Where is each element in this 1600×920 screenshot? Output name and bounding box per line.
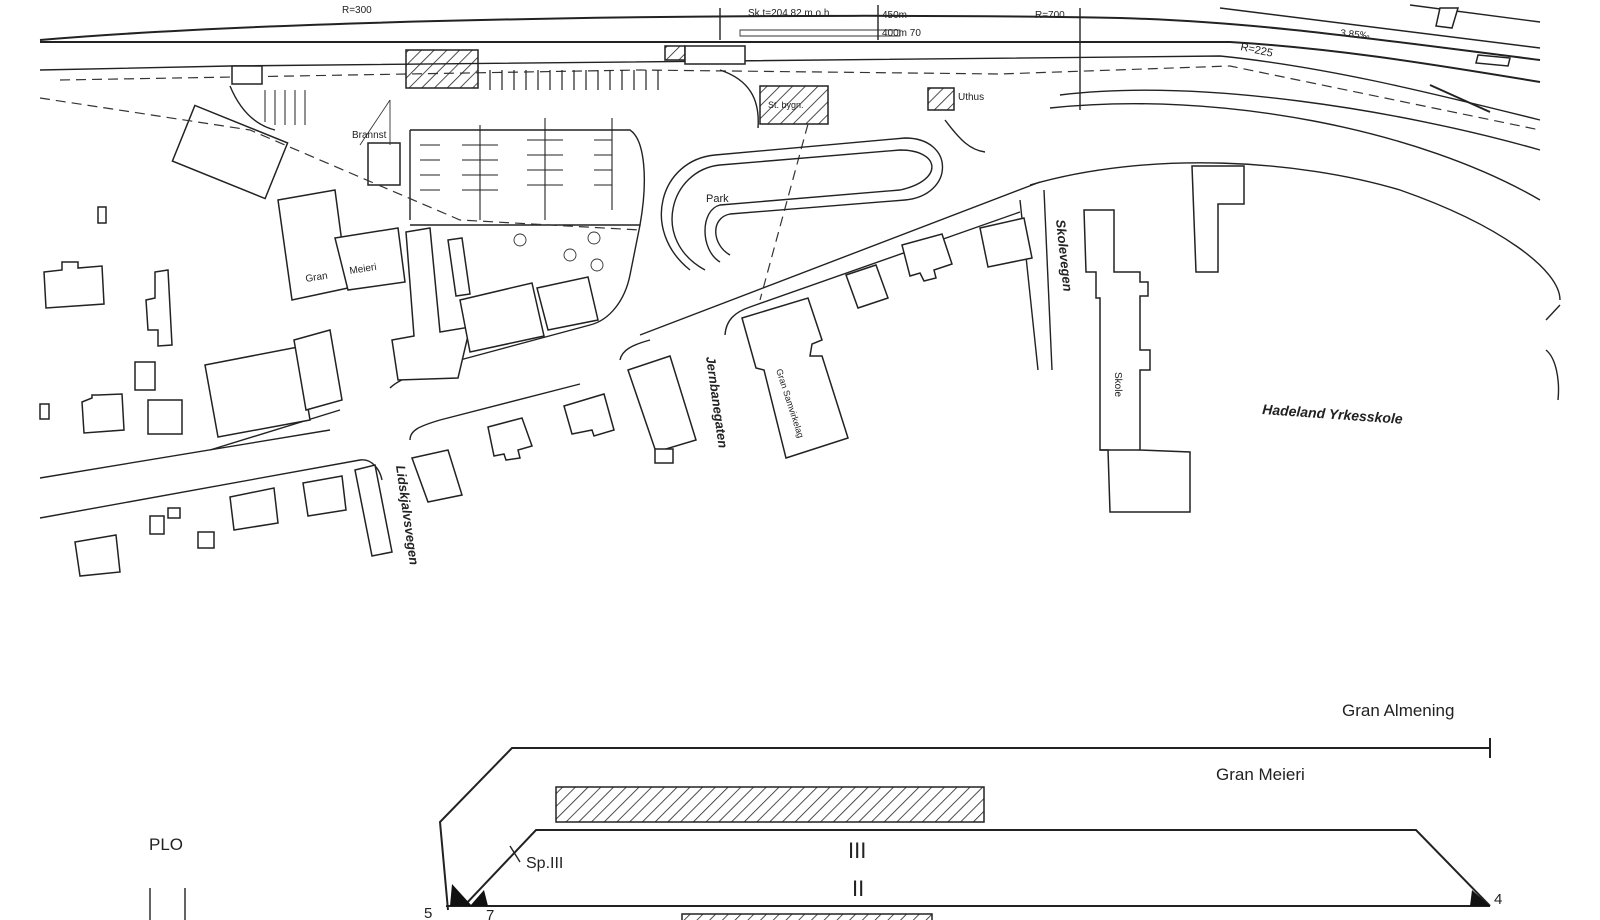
uthus-label: Uthus [958,92,984,103]
skole-label: Skole [1112,372,1123,397]
skolevegen-label: Skolevegen [1053,219,1075,292]
switch-5-label: 5 [424,905,432,920]
hadeland-yrkesskole-label: Hadeland Yrkesskole [1262,401,1404,427]
switch-4-label: 4 [1494,891,1502,908]
station-area [97,45,986,301]
sp3-label: Sp.III [526,855,563,872]
gran-label: Gran [305,271,329,285]
park-label: Park [706,193,729,205]
brannst-label: Brannst [352,130,387,141]
r700-label: R=700 [1035,10,1065,21]
track-3-label: III [848,838,866,863]
r300-label: R=300 [342,5,372,16]
station-building-label: St. bygn. [768,100,804,110]
meieri-label: Meieri [349,262,378,277]
buildings [39,165,1245,577]
jernbanegaten-label: Jernbanegaten [703,355,731,449]
len-450-label: 450m [882,10,907,21]
roads [39,97,1561,519]
grade-label: 3.85‰ [1340,28,1370,42]
gran-meieri-diagram-label: Gran Meieri [1216,765,1305,784]
track-diagram [149,738,1491,920]
station-height-label: Sk.t=204,82 m.o.h. [748,8,832,19]
track-2-label: II [852,876,864,901]
plo-label: PLO [149,835,183,854]
lidskjalvsvegen-label: Lidskjalvsvegen [393,464,422,566]
len-400-label: 400m 70 [882,28,921,39]
switch-7-label: 7 [486,907,494,920]
gran-almening-label: Gran Almening [1342,701,1454,720]
